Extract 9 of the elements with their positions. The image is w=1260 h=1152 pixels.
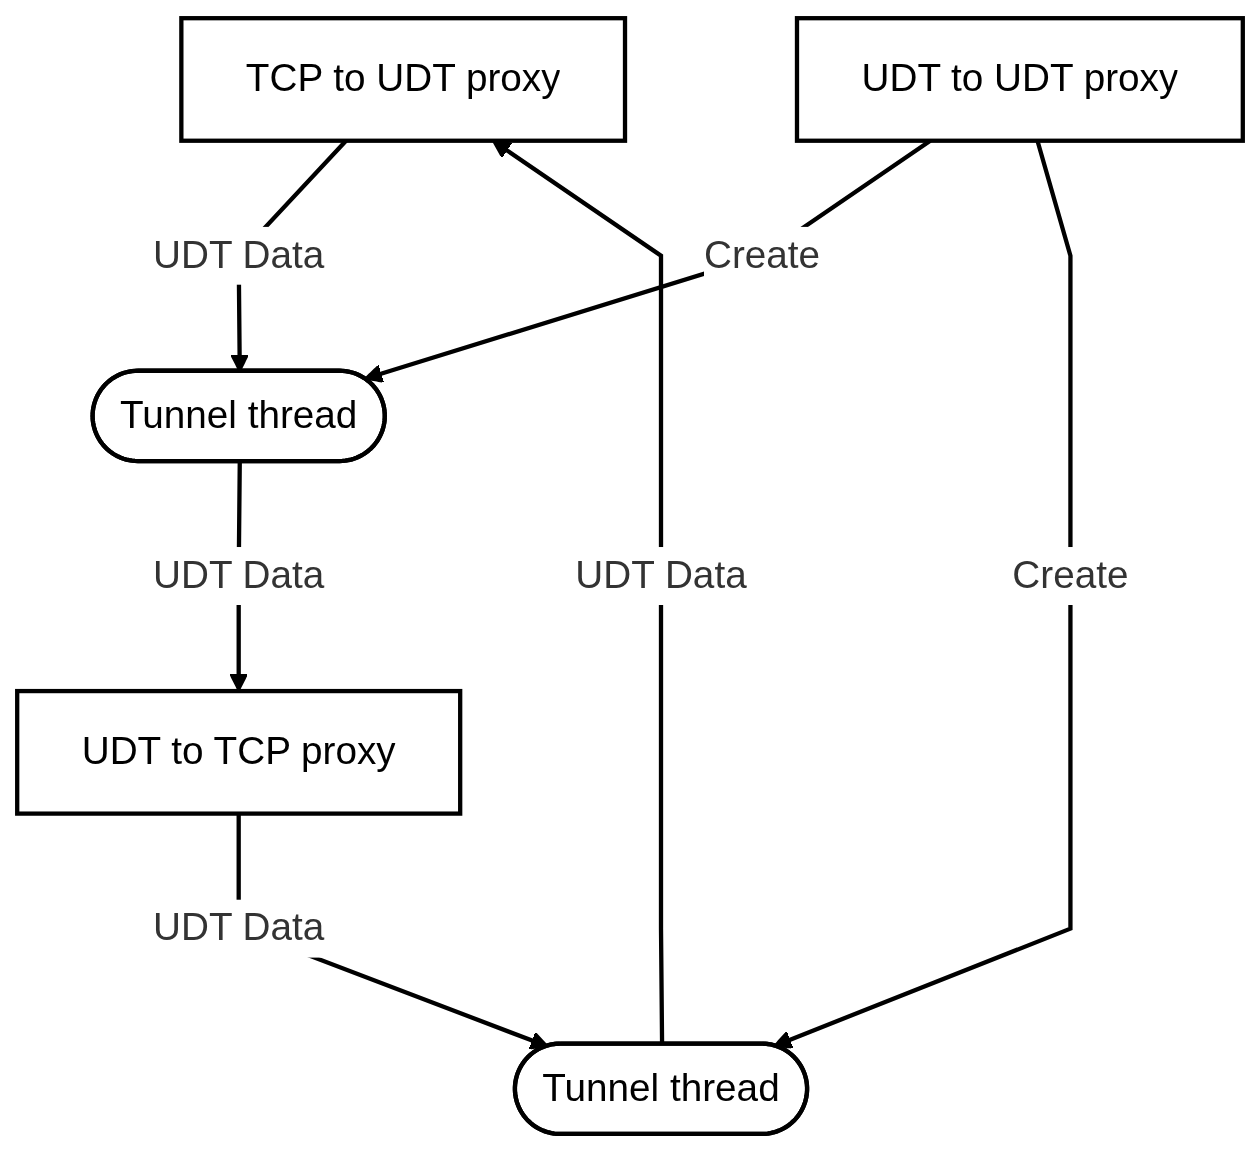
edge-label: Create bbox=[704, 233, 821, 277]
node-box: UDT to UDT proxy bbox=[794, 16, 1245, 143]
edge-label: UDT Data bbox=[153, 905, 325, 949]
node-box: TCP to UDT proxy bbox=[179, 16, 628, 143]
edge-label: UDT Data bbox=[575, 553, 747, 597]
node-box: UDT to TCP proxy bbox=[15, 688, 463, 816]
edge-label: Create bbox=[1012, 553, 1129, 597]
edge-label: UDT Data bbox=[153, 233, 325, 277]
edge-label: UDT Data bbox=[153, 553, 325, 597]
